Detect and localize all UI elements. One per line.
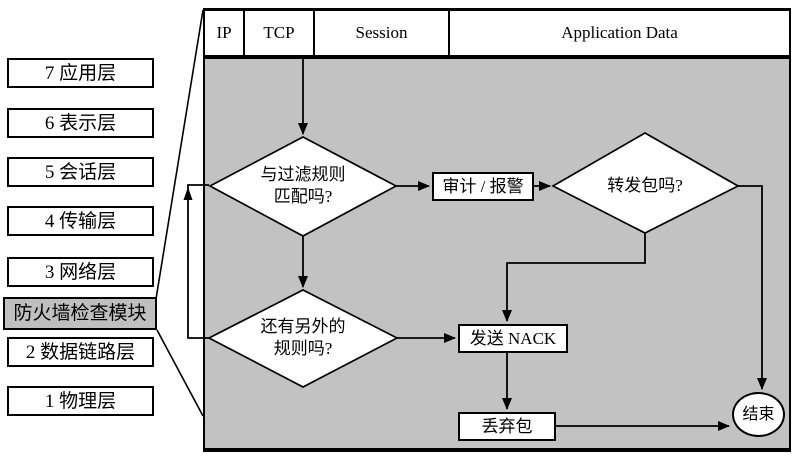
decision-more-rules-label: 还有另外的 规则吗? xyxy=(213,316,393,360)
packet-field-session: Session xyxy=(315,11,450,55)
connector-more-rules-loop-to-filter-match xyxy=(187,184,209,339)
callout-line-bottom xyxy=(156,329,204,417)
process-drop-packet-box: 丢弃包 xyxy=(458,412,556,441)
packet-field-application-data: Application Data xyxy=(561,23,678,42)
process-audit-alarm-box: 审计 / 报警 xyxy=(432,172,534,201)
decision-forward-packet-shape xyxy=(551,132,740,234)
callout-line-top xyxy=(155,9,204,300)
connector-forward-to-nack xyxy=(502,233,646,322)
decision-filter-match-shape xyxy=(208,136,398,237)
packet-field-ip: IP xyxy=(205,11,245,55)
osi-layer-4-transport: 4 传输层 xyxy=(7,206,154,236)
decision-more-rules-line2: 规则吗? xyxy=(273,339,333,358)
osi-layer-1-physical: 1 物理层 xyxy=(7,386,154,416)
packet-field-tcp: TCP xyxy=(245,11,315,55)
osi-layer-3-network: 3 网络层 xyxy=(7,257,154,287)
packet-header: IP TCP Session Application Data xyxy=(203,8,791,57)
decision-filter-match-line1: 与过滤规则 xyxy=(260,165,346,184)
decision-more-rules-shape xyxy=(207,289,399,388)
osi-layer-7-application: 7 应用层 xyxy=(7,58,154,88)
firewall-inspection-module-box: 防火墙检查模块 xyxy=(3,297,157,330)
process-send-nack-box: 发送 NACK xyxy=(458,324,568,353)
connector-forward-to-end xyxy=(738,185,767,390)
decision-filter-match-line2: 匹配吗? xyxy=(273,187,333,206)
osi-layer-5-session: 5 会话层 xyxy=(7,157,154,187)
loop-up-arrowhead xyxy=(183,187,193,200)
osi-layer-6-presentation: 6 表示层 xyxy=(7,108,154,138)
decision-more-rules-line1: 还有另外的 xyxy=(260,317,346,336)
osi-layer-2-datalink: 2 数据链路层 xyxy=(7,337,154,367)
terminal-end-node: 结束 xyxy=(732,392,785,437)
decision-filter-match-label: 与过滤规则 匹配吗? xyxy=(213,164,393,208)
decision-forward-packet-label: 转发包吗? xyxy=(607,176,683,195)
